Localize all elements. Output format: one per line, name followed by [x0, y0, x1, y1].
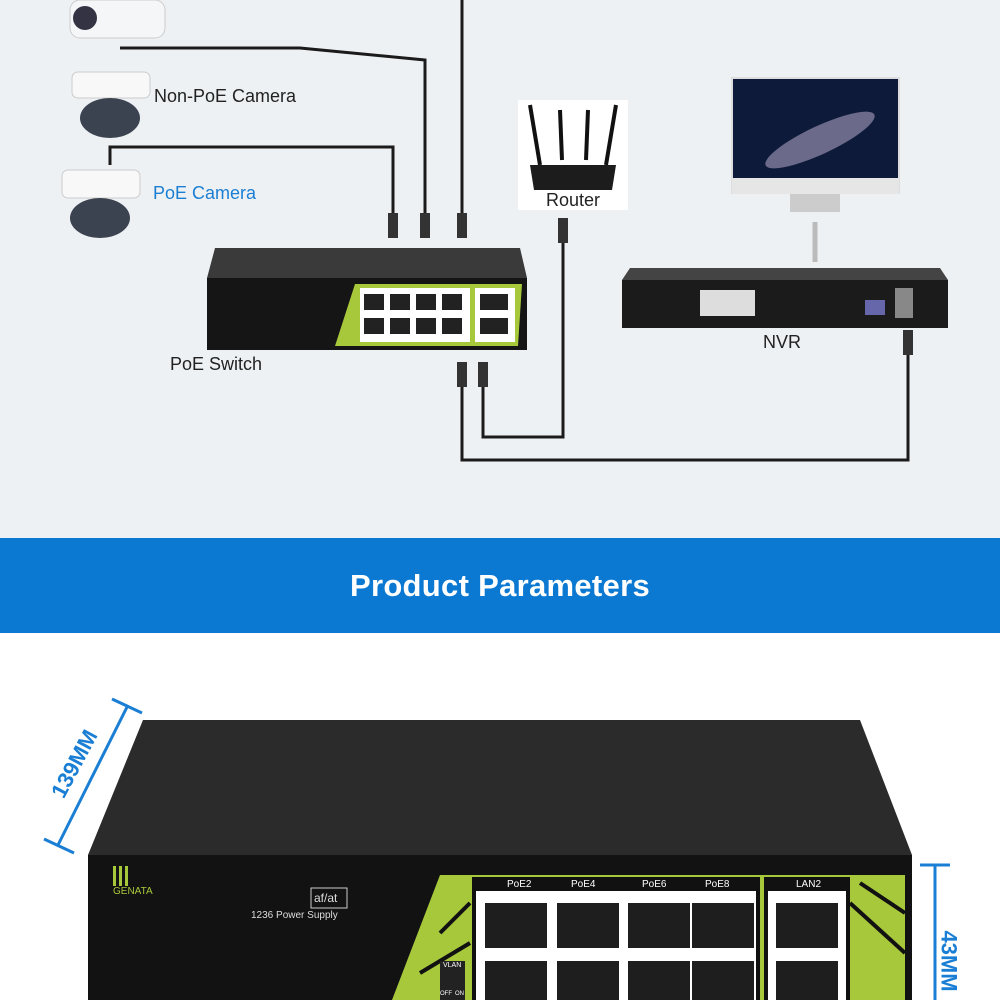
diagram-graphics [61, 0, 948, 462]
product-image: GENATA af/at 1236 Power Supply PoE2 PoE4… [0, 633, 1000, 1000]
poe-dome-camera-icon [61, 169, 141, 238]
genata-logo-icon [113, 866, 128, 886]
standard-badge: af/at [314, 891, 338, 905]
vlan-off-label: OFF [440, 991, 452, 997]
label-poe-switch: PoE Switch [170, 354, 263, 374]
network-diagram: Non-PoE Camera PoE Camera Router PoE Swi… [0, 0, 1000, 538]
height-dimension: 43MM [936, 930, 962, 992]
label-non-poe-camera: Non-PoE Camera [154, 86, 297, 106]
port-label: PoE2 [507, 879, 532, 890]
monitor-icon [731, 77, 900, 212]
label-router: Router [546, 190, 601, 210]
switch-graphics [43, 697, 950, 1000]
port-label: PoE4 [571, 879, 596, 890]
nvr-icon [622, 268, 948, 328]
port-label: PoE6 [642, 879, 667, 890]
vlan-on-label: ON [455, 991, 464, 997]
brand-name: GENATA [113, 886, 153, 897]
port-label: PoE8 [705, 879, 730, 890]
label-poe-camera: PoE Camera [153, 183, 257, 203]
section-banner: Product Parameters [0, 538, 1000, 633]
vlan-label: VLAN [443, 962, 462, 969]
label-nvr: NVR [763, 332, 802, 352]
power-supply-label: 1236 Power Supply [251, 910, 338, 921]
section-title: Product Parameters [349, 567, 651, 603]
cables [108, 0, 910, 462]
bullet-camera-icon [69, 0, 166, 39]
router-icon [518, 100, 628, 210]
uplink-label: LAN2 [796, 879, 822, 890]
dome-camera-icon [71, 71, 151, 138]
poe-switch-icon [207, 248, 527, 350]
dimension-lines [43, 697, 950, 1000]
